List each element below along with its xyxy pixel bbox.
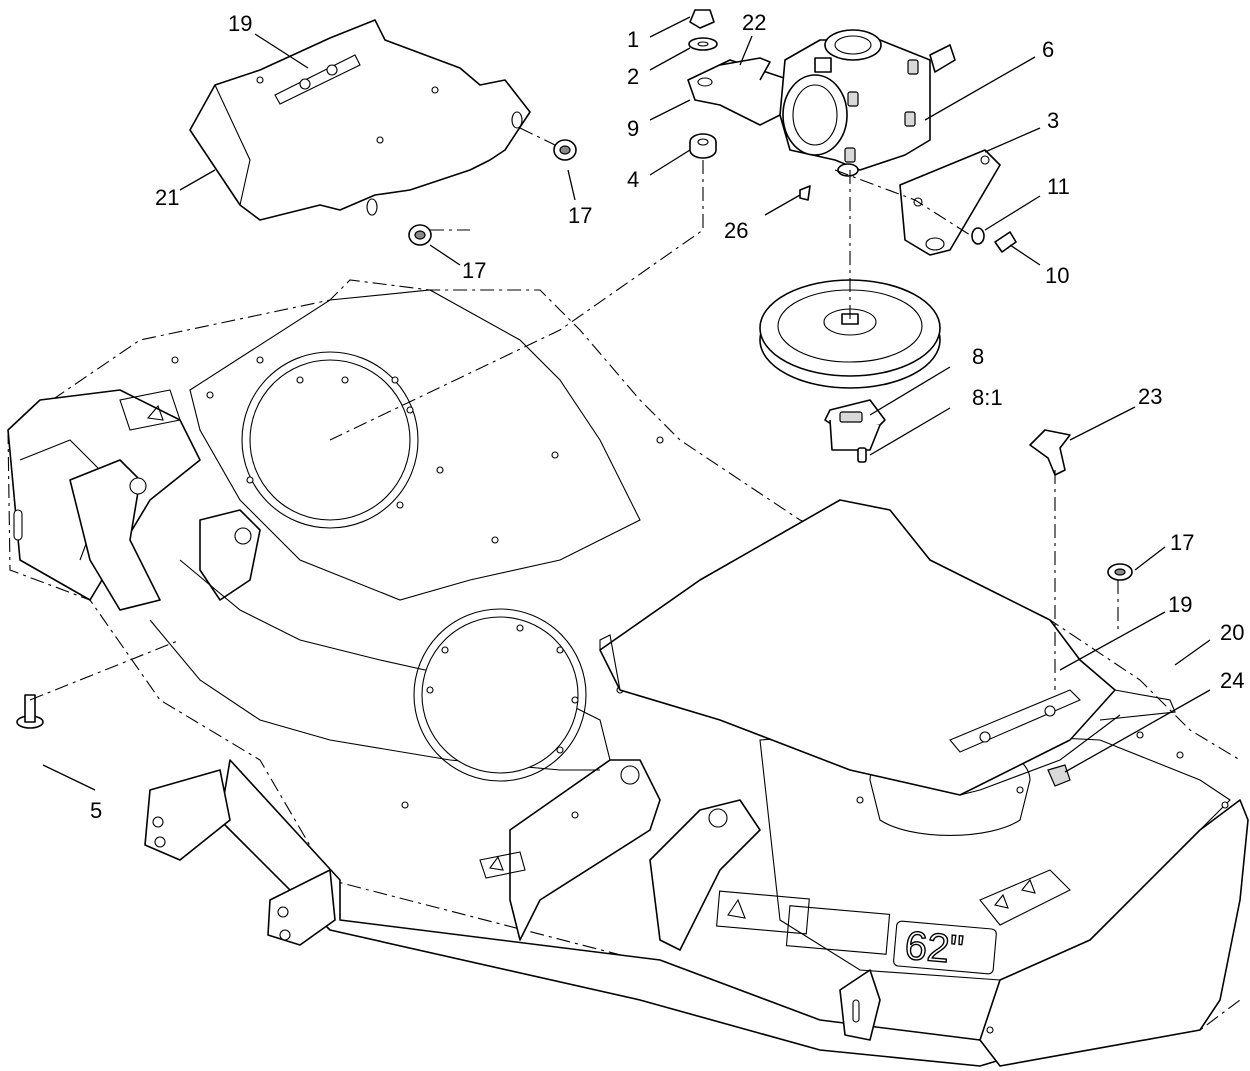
deck-size-decal: 62" [903, 924, 965, 973]
callout-9: 9 [627, 116, 639, 141]
callout-6: 6 [1042, 37, 1054, 62]
grommet-washers [408, 139, 1133, 581]
gearbox-assembly [16, 9, 1071, 729]
callout-8: 8 [972, 344, 984, 369]
callout-labels: 1 2 9 4 22 6 3 11 10 26 8 8:1 19 21 17 1… [90, 10, 1244, 823]
shield-cover-exploded [189, 19, 531, 221]
callout-5: 5 [90, 798, 102, 823]
leader-lines [42, 16, 1211, 791]
callout-19-right: 19 [1168, 592, 1192, 617]
callout-2: 2 [627, 64, 639, 89]
callout-24: 24 [1220, 668, 1244, 693]
mower-deck: 62" [7, 279, 1249, 1067]
deck-holes [171, 356, 1229, 1034]
callout-3: 3 [1047, 108, 1059, 133]
callout-26: 26 [724, 218, 748, 243]
callout-17-top: 17 [568, 203, 592, 228]
belt-cover-right [599, 499, 1176, 796]
projection-lines [29, 127, 1119, 701]
callout-17-mid: 17 [462, 258, 486, 283]
callout-20: 20 [1220, 620, 1244, 645]
callout-11: 11 [1047, 174, 1070, 199]
callout-4: 4 [627, 167, 639, 192]
callout-17-right: 17 [1170, 530, 1194, 555]
callout-21: 21 [155, 185, 179, 210]
callout-23: 23 [1138, 384, 1162, 409]
callout-1: 1 [627, 27, 639, 52]
callout-22: 22 [742, 10, 766, 35]
callout-19-top: 19 [228, 11, 252, 36]
callout-10: 10 [1045, 263, 1069, 288]
callout-8-1: 8:1 [972, 385, 1003, 410]
